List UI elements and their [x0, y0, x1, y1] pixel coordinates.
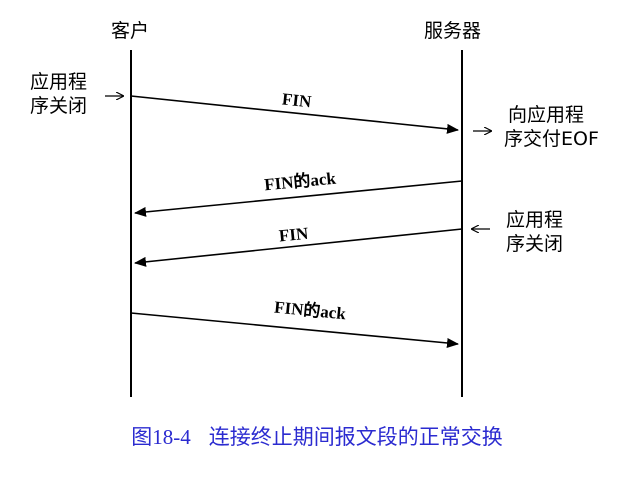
message-arrow-ack-2 — [130, 312, 459, 348]
message-label-fin-2: FIN — [278, 224, 310, 246]
message-label-ack-2: FIN的ack — [273, 297, 347, 324]
client-close-note-line-2: 序关闭 — [30, 95, 88, 117]
figure-caption: 图18-4 连接终止期间报文段的正常交换 — [0, 424, 634, 450]
server-eof-note: 向应用程 序交付EOF — [504, 103, 599, 151]
server-eof-note-line-2: 序交付EOF — [504, 128, 599, 150]
message-arrow-fin-2 — [134, 228, 463, 267]
figure-number: 图18-4 — [131, 425, 191, 449]
client-close-note-line-1: 应用程 — [30, 71, 88, 93]
server-eof-note-line-1: 向应用程 — [508, 104, 585, 126]
server-close-note-line-1: 应用程 — [506, 209, 564, 231]
server-close-note-line-2: 序关闭 — [506, 233, 564, 255]
message-label-fin-1: FIN — [281, 89, 313, 111]
message-arrow-fin-1 — [130, 95, 459, 134]
client-label: 客户 — [111, 20, 150, 42]
figure-title: 连接终止期间报文段的正常交换 — [208, 425, 503, 449]
server-label: 服务器 — [424, 20, 482, 42]
message-label-ack-1: FIN的ack — [263, 168, 337, 195]
message-arrow-ack-1 — [134, 180, 463, 217]
server-close-note: 应用程 序关闭 — [506, 208, 563, 256]
client-close-note: 应用程 序关闭 — [30, 70, 87, 118]
